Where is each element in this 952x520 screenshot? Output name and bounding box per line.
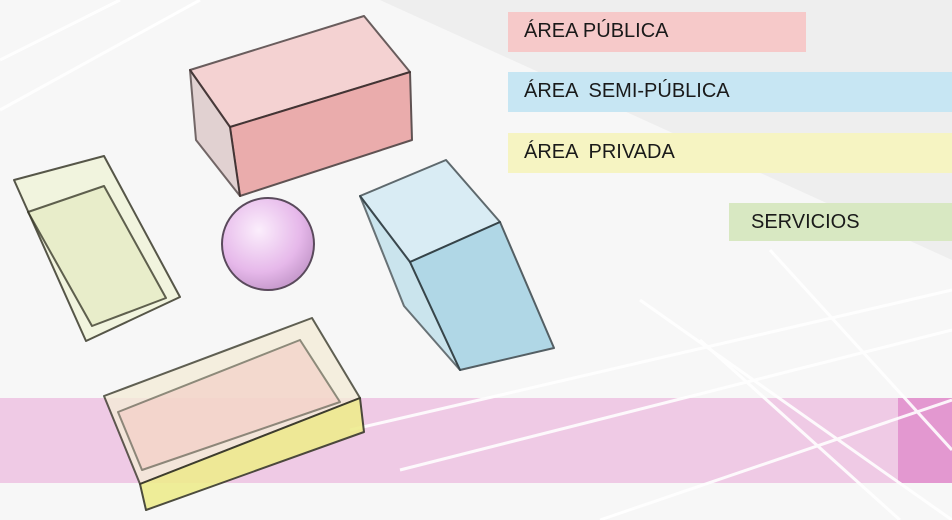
private-area-box bbox=[103, 317, 365, 511]
legend-public-area: ÁREA PÚBLICA bbox=[508, 12, 806, 52]
legend-private-area: ÁREA PRIVADA bbox=[508, 133, 952, 173]
legend-services: SERVICIOS bbox=[729, 203, 952, 241]
semi-public-area-box bbox=[359, 159, 555, 371]
public-area-box bbox=[189, 15, 413, 197]
legend-semi-public-area: ÁREA SEMI-PÚBLICA bbox=[508, 72, 952, 112]
service-area-box bbox=[13, 155, 181, 342]
background-plane bbox=[380, 0, 952, 260]
sphere-shape bbox=[221, 197, 315, 291]
